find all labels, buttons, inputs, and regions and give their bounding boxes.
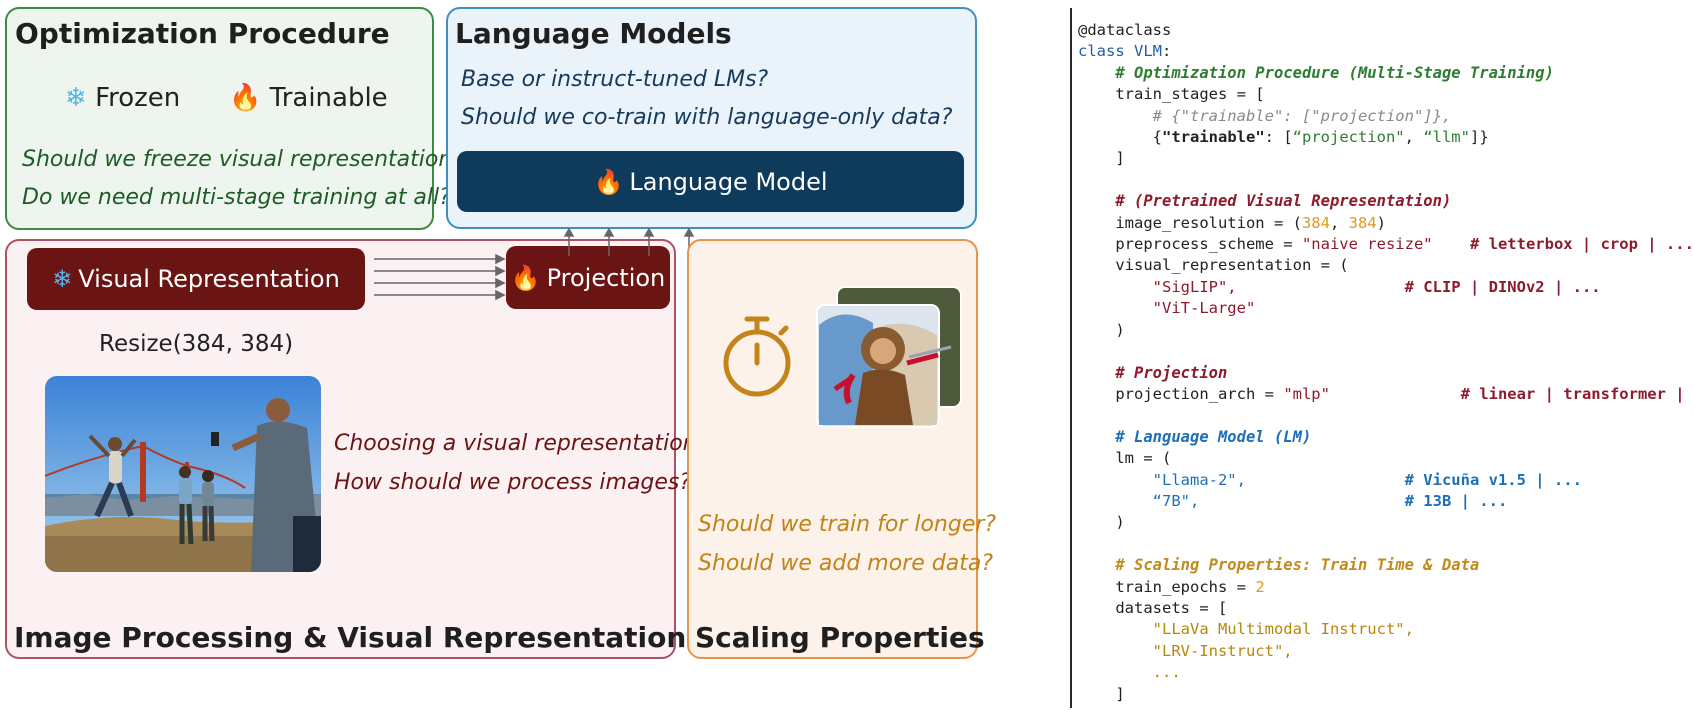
code-comment-lm: # Language Model (LM) — [1115, 427, 1312, 446]
trainable-legend: 🔥 Trainable — [229, 83, 388, 113]
code-visual-comment: # CLIP | DINOv2 | ... — [1404, 277, 1601, 296]
code-dataset-lrv: "LRV-Instruct", — [1152, 641, 1293, 660]
optimization-title: Optimization Procedure — [15, 17, 390, 50]
image-processing-title: Image Processing & Visual Representation… — [14, 621, 703, 654]
code-res-a: 384 — [1301, 213, 1330, 232]
code-projection-value: "mlp" — [1283, 384, 1330, 403]
visual-question-1: Choosing a visual representation? — [334, 431, 709, 456]
code-dataset-ellipsis: ... — [1152, 663, 1181, 682]
code-visual-vit: "ViT-Large" — [1152, 299, 1256, 318]
code-block: @dataclass class VLM: # Optimization Pro… — [1078, 20, 1693, 705]
lm-question-1: Base or instruct-tuned LMs? — [461, 67, 769, 92]
code-train-stages: train_stages = [ — [1115, 85, 1265, 104]
language-models-panel: Language Models Base or instruct-tuned L… — [446, 7, 977, 229]
code-lm-llama: "Llama-2", — [1152, 470, 1246, 489]
scaling-title: Scaling Properties — [695, 621, 985, 654]
dataset-images — [816, 286, 962, 428]
projection-to-lm-arrows — [563, 228, 695, 256]
code-preprocess-comment: # letterbox | crop | ... — [1469, 235, 1693, 254]
visual-representation-label: Visual Representation — [78, 265, 340, 293]
scaling-question-2: Should we add more data? — [698, 551, 994, 576]
code-lm-comment-1: # Vicuña v1.5 | ... — [1404, 470, 1582, 489]
scaling-question-1: Should we train for longer? — [698, 512, 997, 537]
code-comment-projection: # Projection — [1115, 363, 1228, 382]
fire-icon: 🔥 — [229, 83, 262, 113]
visual-representation-box: ❄ Visual Representation — [27, 248, 365, 310]
lm-question-2: Should we co-train with language-only da… — [461, 105, 953, 130]
sample-photo — [45, 376, 321, 572]
language-model-label: Language Model — [629, 167, 828, 196]
code-comment-scaling: # Scaling Properties: Train Time & Data — [1115, 556, 1480, 575]
code-lm-7b: “7B", — [1152, 491, 1200, 510]
code-visual-siglip: "SigLIP", — [1152, 277, 1237, 296]
projection-label: Projection — [546, 263, 666, 292]
fire-icon: 🔥 — [593, 167, 624, 196]
code-decorator: @dataclass — [1078, 21, 1172, 39]
optimization-panel: Optimization Procedure ❄ Frozen 🔥 Traina… — [5, 7, 475, 230]
code-res-b: 384 — [1348, 213, 1377, 232]
language-models-title: Language Models — [455, 17, 732, 50]
code-stage-llm: “llm" — [1423, 128, 1470, 147]
code-epochs-value: 2 — [1255, 577, 1265, 596]
snowflake-icon: ❄ — [65, 83, 87, 113]
code-comment-optimization: # Optimization Procedure (Multi-Stage Tr… — [1115, 63, 1554, 82]
fire-icon: 🔥 — [510, 263, 541, 292]
code-stage-comment: # {"trainable": ["projection"]}, — [1152, 106, 1452, 125]
scaling-panel: Should we train for longer? Should we ad… — [687, 239, 996, 659]
code-stage-projection: “projection" — [1292, 128, 1405, 147]
code-class-name: VLM — [1134, 42, 1163, 61]
code-lm-comment-2: # 13B | ... — [1404, 491, 1508, 510]
image-processing-panel: ❄ Visual Representation 🔥 Projection Res… — [5, 239, 708, 659]
resize-label: Resize(384, 384) — [99, 331, 294, 357]
trainable-label: Trainable — [269, 83, 388, 113]
visual-to-projection-arrows — [374, 253, 506, 301]
projection-box: 🔥 Projection — [506, 246, 670, 309]
code-preprocess-value: "naive resize" — [1301, 235, 1433, 254]
code-comment-visual: # (Pretrained Visual Representation) — [1115, 192, 1452, 211]
stopwatch-icon — [723, 316, 791, 397]
optimization-question-2: Do we need multi-stage training at all? — [22, 185, 451, 210]
language-model-box: 🔥 Language Model — [457, 151, 964, 212]
frozen-legend: ❄ Frozen — [65, 83, 180, 113]
vertical-divider — [1070, 8, 1072, 708]
snowflake-icon: ❄ — [52, 265, 73, 293]
code-stage-key: "trainable" — [1162, 128, 1265, 147]
code-projection-comment: # linear | transformer | ... — [1460, 384, 1685, 403]
code-class-keyword: class — [1078, 42, 1125, 61]
visual-question-2: How should we process images? — [334, 470, 692, 495]
optimization-question-1: Should we freeze visual representations? — [22, 147, 476, 172]
frozen-label: Frozen — [95, 83, 181, 113]
code-dataset-llava: "LLaVa Multimodal Instruct", — [1152, 620, 1414, 639]
